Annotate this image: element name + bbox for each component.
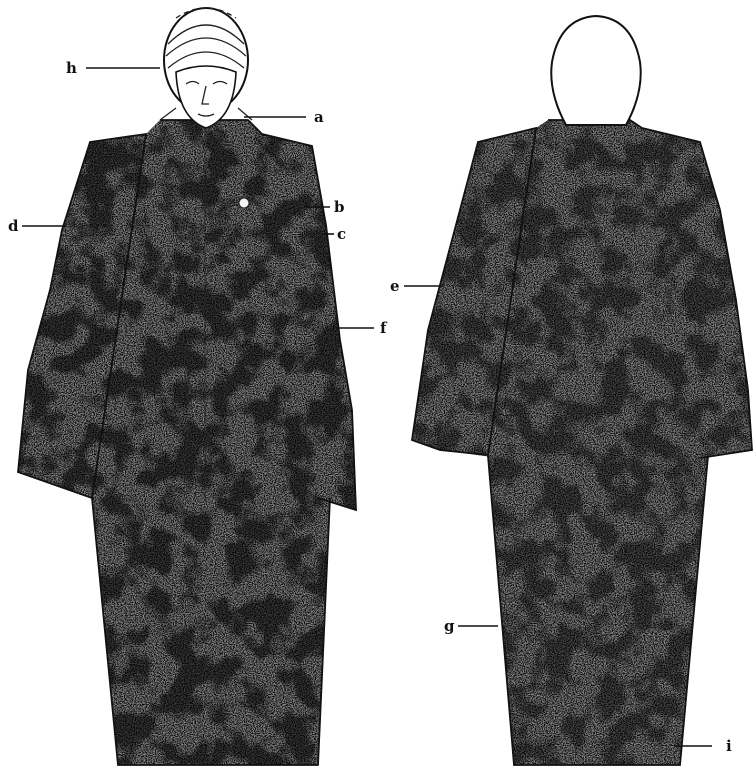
label-a: a: [314, 108, 324, 126]
back-fabric-shading: [412, 120, 752, 765]
label-g: g: [444, 617, 455, 635]
label-h: h: [66, 59, 77, 77]
back-head: [551, 16, 640, 125]
front-button: [239, 198, 249, 208]
back-view: [412, 16, 752, 765]
label-i: i: [726, 737, 732, 755]
face: [176, 66, 236, 128]
label-e: e: [390, 277, 400, 295]
label-c: c: [337, 225, 346, 243]
front-view: [18, 8, 356, 765]
label-d: d: [8, 217, 19, 235]
front-fabric-shading: [18, 120, 356, 765]
label-b: b: [334, 198, 345, 216]
label-f: f: [380, 319, 388, 337]
front-head: [160, 8, 252, 128]
